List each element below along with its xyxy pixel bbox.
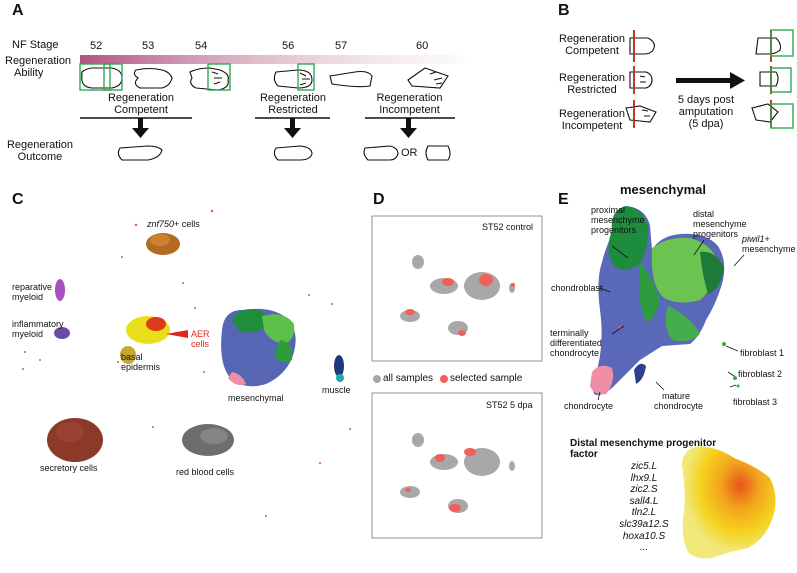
c-umap — [22, 209, 351, 517]
gene: zic5.L — [630, 461, 658, 472]
label-mesenchymal: mesenchymal — [228, 393, 284, 403]
panel-letter-e: E — [558, 191, 569, 208]
label-muscle: muscle — [322, 385, 351, 395]
gene: zic2.S — [630, 484, 658, 496]
label-red-blood-cells: red blood cells — [176, 467, 235, 477]
d-bottom-title: ST52 5 dpa — [486, 400, 533, 410]
label-chondrocyte: chondrocyte — [564, 401, 614, 411]
legend-all-dot — [373, 375, 381, 383]
label-fibroblast-1: fibroblast 1 — [740, 348, 785, 358]
e-umap — [590, 206, 740, 396]
outcome-arrows — [132, 118, 417, 138]
b-green-frames — [770, 29, 794, 129]
legend-selected-label: selected sample — [450, 373, 523, 384]
d-top-frame — [371, 215, 543, 362]
gene: ... — [639, 542, 649, 554]
stage-60: 60 — [416, 40, 429, 52]
b-left-limbs — [625, 37, 657, 123]
factor-gene-list: zic5.L lhx9.L zic2.S sall4.L tln2.L slc3… — [604, 461, 684, 554]
panel-letter-b: B — [558, 2, 570, 19]
d-top-umap — [400, 255, 515, 336]
stage-52: 52 — [90, 40, 103, 52]
outcome-limb-shapes — [117, 145, 451, 161]
panel-letter-c: C — [12, 191, 24, 208]
label-piwil1-mesenchyme: piwil1+mesenchyme — [742, 234, 796, 254]
stage-54: 54 — [195, 40, 208, 52]
panel-letter-a: A — [12, 2, 24, 19]
d-bottom-umap — [400, 433, 515, 513]
label-chondroblast: chondroblast — [551, 283, 603, 293]
label-fibroblast-3: fibroblast 3 — [733, 397, 778, 407]
ability-limb-shapes — [81, 67, 449, 91]
stage-56: 56 — [282, 40, 295, 52]
stage-57: 57 — [335, 40, 348, 52]
gene: hoxa10.S — [622, 530, 666, 542]
b-arrow — [676, 72, 745, 89]
e-callout-lines — [597, 239, 745, 401]
nf-stage-label: NF Stage — [12, 39, 59, 51]
label-znf750-cells: znf750+ cells — [147, 219, 200, 229]
ability-green-frames — [79, 63, 315, 91]
d-top-title: ST52 control — [482, 222, 534, 232]
nf-stage-gradient-bar — [80, 55, 465, 64]
legend-selected-dot — [440, 375, 448, 383]
stage-53: 53 — [142, 40, 155, 52]
or-label: OR — [401, 147, 418, 159]
b-right-limbs — [751, 37, 782, 123]
gene: sall4.L — [629, 495, 659, 507]
gene: tln2.L — [631, 507, 657, 519]
panel-letter-d: D — [373, 191, 385, 208]
e-heatmap-umap — [682, 446, 776, 559]
gene: lhx9.L — [630, 472, 658, 484]
label-secretory-cells: secretory cells — [40, 463, 98, 473]
label-fibroblast-2: fibroblast 2 — [738, 369, 783, 379]
gene: slc39a12.S — [619, 518, 669, 530]
e-title: mesenchymal — [620, 182, 706, 197]
d-bottom-frame — [371, 392, 543, 539]
legend-all-label: all samples — [383, 373, 434, 384]
